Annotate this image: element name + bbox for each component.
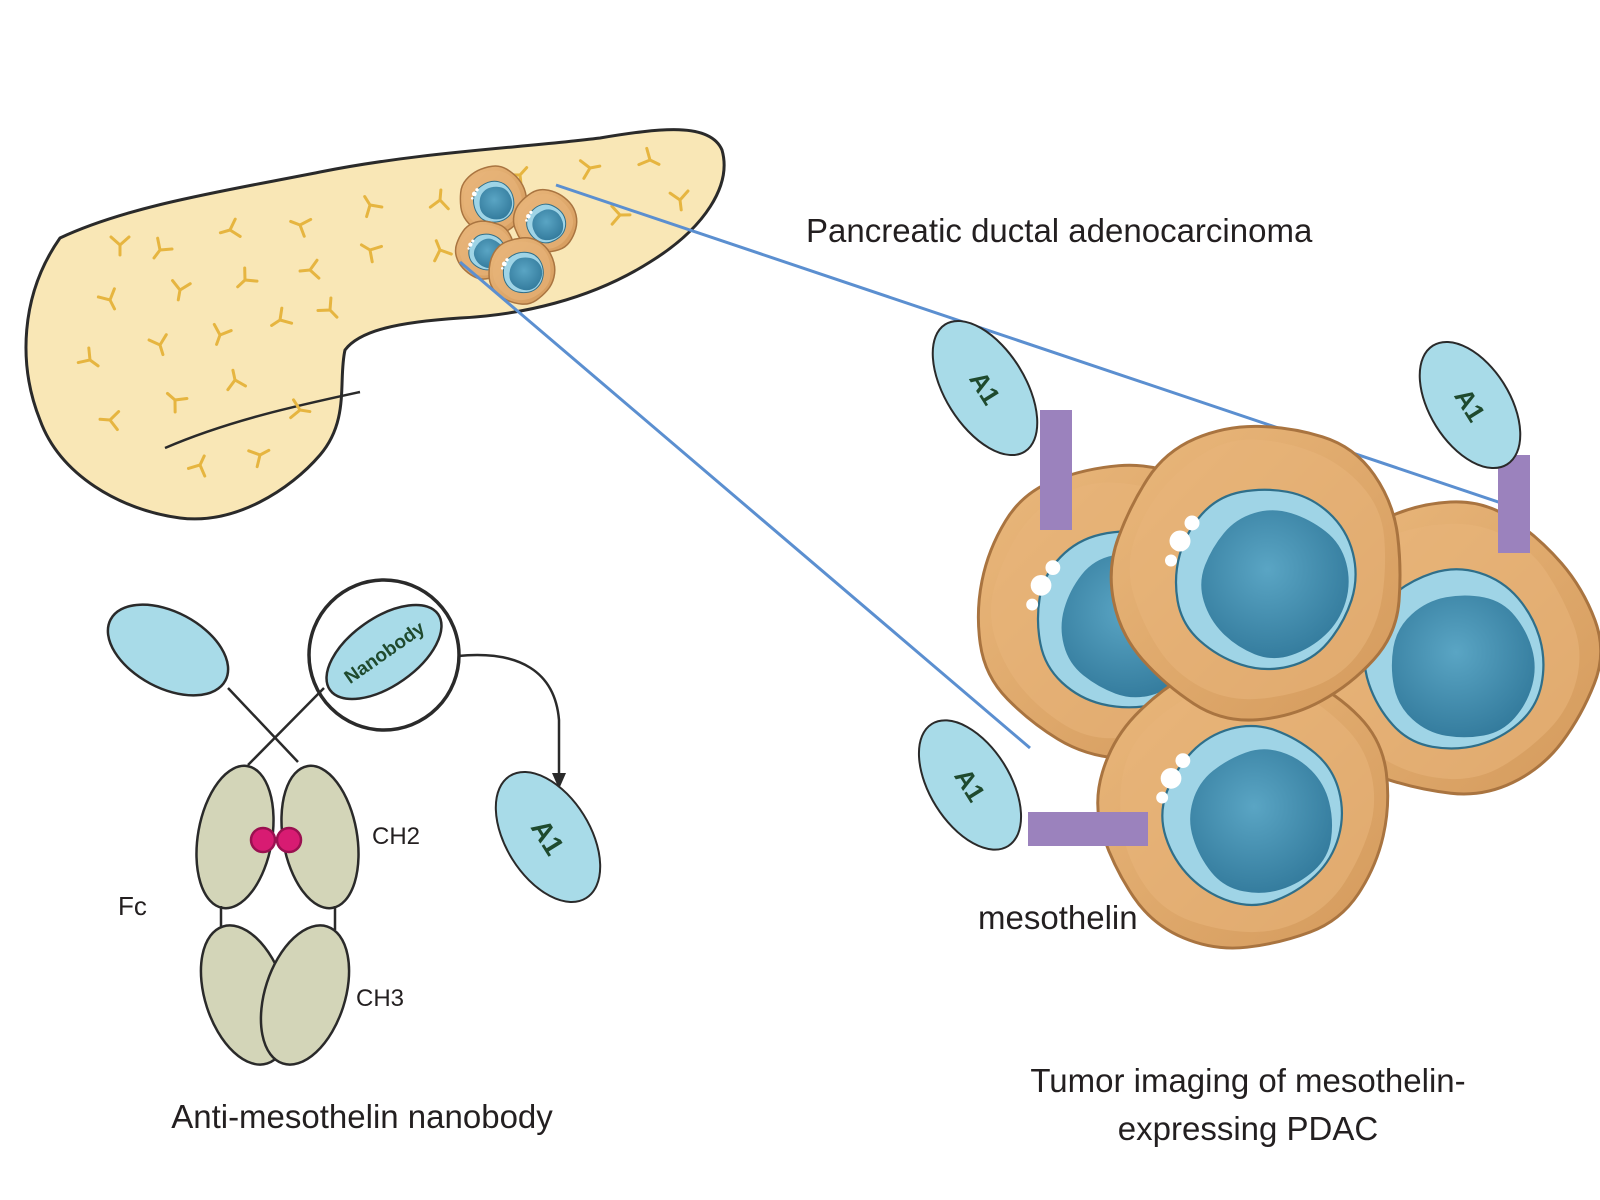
nucleolus-highlight <box>1184 515 1200 531</box>
nucleolus-highlight <box>1169 530 1191 552</box>
nucleolus-highlight <box>468 242 473 247</box>
nucleolus-highlight <box>1026 598 1039 611</box>
duct-mark <box>289 398 312 420</box>
duct-mark <box>98 410 121 432</box>
duct-mark <box>212 322 233 346</box>
small-tumor-cell <box>488 236 556 305</box>
mesothelin-receptors <box>1028 410 1530 846</box>
duct-mark <box>109 235 131 257</box>
fab-domain-left <box>106 603 230 697</box>
nucleolus-highlight <box>526 214 531 219</box>
nucleolus-highlight <box>470 196 474 200</box>
duct-mark <box>226 368 247 392</box>
duct-mark <box>610 204 632 226</box>
mesothelin-receptor-1 <box>1040 410 1072 530</box>
small-tumor-cell <box>459 165 528 235</box>
duct-mark <box>363 195 384 219</box>
duct-mark <box>147 333 168 357</box>
a1-nanobody-3: A1 <box>917 719 1023 851</box>
duct-mark <box>152 236 174 260</box>
nucleolus-highlight <box>1030 575 1052 596</box>
mesothelin-label: mesothelin <box>978 899 1138 936</box>
duct-mark <box>668 189 690 212</box>
duct-mark <box>298 258 321 280</box>
nucleolus-highlight <box>1156 791 1169 804</box>
nucleolus-highlight <box>1045 560 1061 575</box>
nucleolus-highlight <box>467 247 470 250</box>
ch2-label: CH2 <box>372 823 420 850</box>
duct-mark <box>247 448 271 469</box>
duct-mark <box>316 296 339 319</box>
pdac-title: Pancreatic ductal adenocarcinoma <box>806 212 1313 249</box>
nucleolus-highlight <box>471 239 475 243</box>
duct-mark <box>433 239 453 263</box>
duct-mark <box>171 279 192 302</box>
zoom-lines <box>459 183 1529 750</box>
nucleolus-highlight <box>501 261 507 267</box>
arrow-curve <box>457 653 561 775</box>
nanobody-caption: Anti-mesothelin nanobody <box>171 1098 553 1135</box>
pancreas-body <box>24 128 726 521</box>
duct-mark <box>359 243 383 264</box>
duct-mark <box>76 346 100 368</box>
tumor-cell-cluster <box>454 165 578 305</box>
imaging-caption-line1: Tumor imaging of mesothelin- <box>1030 1062 1465 1099</box>
duct-mark <box>96 287 117 311</box>
duct-mark <box>578 159 602 180</box>
nucleolus-highlight <box>1160 768 1182 789</box>
disulfide-bond-left <box>249 826 277 854</box>
nucleolus-highlight <box>525 219 528 222</box>
duct-mark <box>236 266 259 289</box>
a1-nanobody-1: A1 <box>931 319 1039 457</box>
nanobody-highlight: Nanobody <box>307 578 566 789</box>
antibody <box>106 603 360 1066</box>
nucleolus-highlight <box>505 258 509 262</box>
duct-mark <box>289 217 313 238</box>
tumor-cell-bottom <box>1096 660 1390 950</box>
mesothelin-receptor-2 <box>1498 455 1530 553</box>
nucleus <box>1190 749 1333 893</box>
duct-mark <box>186 454 207 478</box>
mesothelin-receptor-3 <box>1028 812 1148 846</box>
tumor-cells-large <box>976 424 1600 950</box>
nucleus <box>1201 510 1349 659</box>
ch3-domain-right <box>259 924 351 1066</box>
duct-mark <box>270 306 294 327</box>
nucleolus-highlight <box>1175 753 1191 768</box>
ch3-label: CH3 <box>356 985 404 1012</box>
pancreatic-duct <box>164 390 361 450</box>
nucleus <box>509 257 543 291</box>
nucleus <box>532 209 564 241</box>
nucleus <box>479 186 513 220</box>
nucleolus-highlight <box>471 191 477 197</box>
nucleolus-highlight <box>500 266 504 270</box>
imaging-caption-line2: expressing PDAC <box>1118 1110 1378 1147</box>
disulfide-bond-right <box>275 826 303 854</box>
nucleolus-highlight <box>1165 554 1177 567</box>
pancreas-organ <box>24 128 726 521</box>
nucleus <box>1391 595 1535 738</box>
nanobody-a1: A1 <box>494 771 602 903</box>
duct-mark <box>218 217 242 238</box>
nanobody-domain <box>325 603 443 701</box>
tumor-cell-top <box>1109 424 1402 722</box>
nucleolus-highlight <box>475 188 479 192</box>
duct-mark <box>637 146 661 167</box>
a1-nanobody-2: A1 <box>1418 340 1522 470</box>
fc-label: Fc <box>118 891 147 921</box>
arrow-head <box>552 773 566 789</box>
duct-mark <box>165 391 189 414</box>
small-tumor-cell <box>512 188 578 253</box>
duct-mark <box>428 188 450 211</box>
nucleolus-highlight <box>529 210 533 214</box>
